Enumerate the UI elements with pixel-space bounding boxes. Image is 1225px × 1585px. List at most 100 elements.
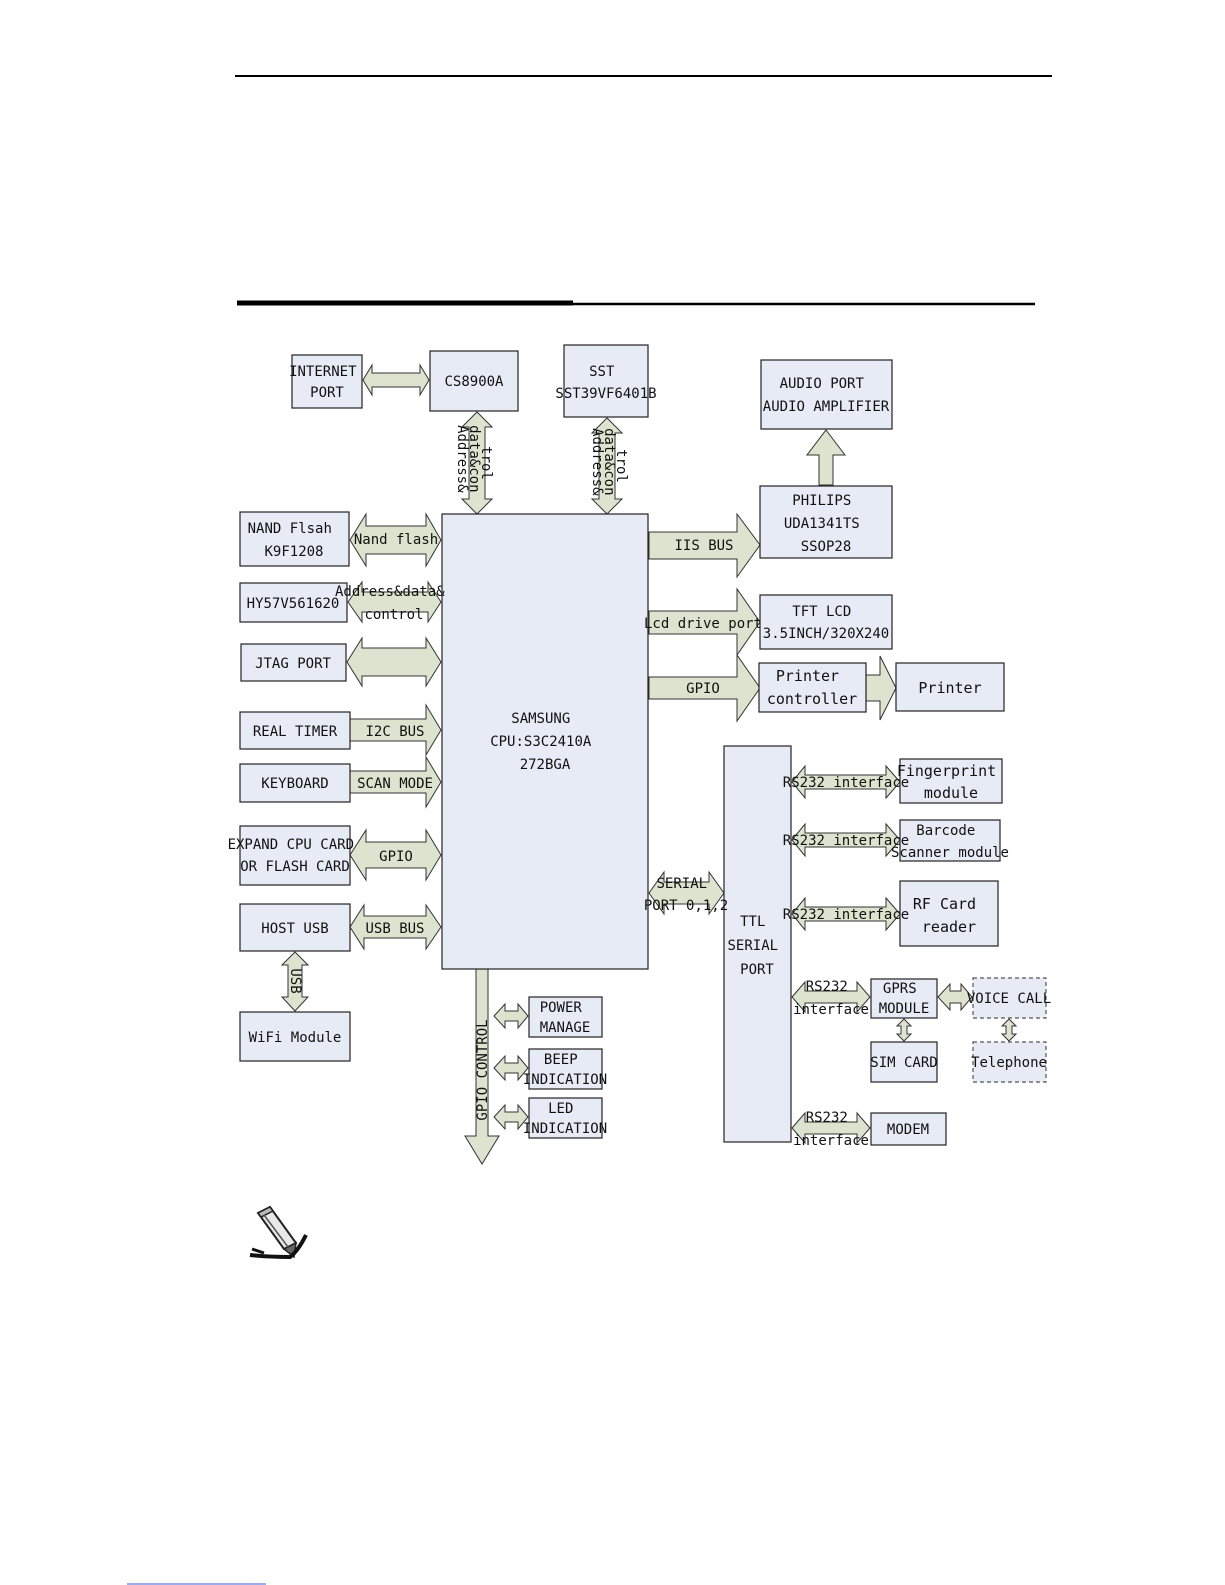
keyboard-box (239, 763, 351, 803)
expand-cpu-arrow (349, 828, 442, 882)
cs8900a-label: CS8900A (444, 374, 504, 390)
scan-mode-arrow (349, 755, 442, 809)
nand-cpu-arrow (349, 512, 442, 568)
gprs-label: GPRS MODULE (879, 981, 930, 1017)
sdram-bus-label: Address&data& control (335, 584, 453, 623)
iis-bus-label: IIS BUS (674, 538, 733, 554)
audio-up-arrow (805, 429, 847, 486)
sst-label: SST SST39VF6401B (555, 364, 656, 402)
gpio-printer-arrow (648, 653, 761, 723)
audio-port-label: AUDIO PORT AUDIO AMPLIFIER (763, 376, 890, 415)
usb-wifi-arrow (280, 951, 310, 1012)
printer-arrow (865, 655, 897, 721)
lcd-arrow (648, 587, 761, 657)
sdram-cpu-arrow (347, 580, 442, 624)
i2c-bus-label: I2C BUS (365, 724, 424, 740)
printer-controller-label: Printer controller (767, 667, 857, 708)
host-usb-label: HOST USB (261, 921, 328, 937)
telephone-box (972, 1041, 1047, 1083)
sst-box (563, 344, 649, 418)
iis-bus-arrow (648, 512, 761, 579)
keyboard-label: KEYBOARD (261, 776, 328, 792)
rs232-barcode-label: RS232 interface (783, 833, 909, 849)
voice-telephone-arrow (1000, 1018, 1018, 1042)
wifi-module-box (239, 1011, 351, 1062)
internet-port-box (291, 354, 363, 409)
rs232-gprs-arrow (791, 980, 871, 1014)
telephone-label: Telephone (971, 1055, 1047, 1071)
rs232-rf-label: RS232 interface (783, 907, 909, 923)
expand-cpu-label: EXPAND CPU CARD OR FLASH CARD (228, 837, 363, 875)
real-timer-label: REAL TIMER (253, 724, 338, 740)
gpio-expand-label: GPIO (379, 849, 413, 865)
usb-wifi-label: USB (287, 968, 303, 993)
ttl-serial-label: TTL SERIAL PORT (727, 914, 786, 978)
beep-arrow (493, 1054, 529, 1082)
jtag-port-box (240, 643, 347, 682)
gprs-sim-arrow (895, 1018, 913, 1042)
rs232-fingerprint-label: RS232 interface (783, 775, 909, 791)
voice-call-box (972, 977, 1047, 1019)
host-usb-box (239, 903, 351, 952)
modem-box (870, 1112, 947, 1146)
gpio-control-label: GPIO CONTROL (475, 1019, 491, 1120)
rf-card-box (899, 880, 999, 947)
printer-box (895, 662, 1005, 712)
gprs-voice-arrow (937, 982, 973, 1012)
gprs-box (870, 978, 938, 1019)
jtag-cpu-arrow (346, 636, 442, 688)
rs232-gprs-label: RS232 interface (793, 979, 869, 1018)
jtag-port-label: JTAG PORT (255, 656, 331, 672)
rs232-modem-label: RS232 interface (793, 1110, 869, 1149)
philips-box (759, 485, 893, 559)
fingerprint-label: Fingerprint module (897, 762, 1005, 802)
pencil-note-icon (249, 1205, 308, 1260)
gpio-printer-label: GPIO (686, 681, 720, 697)
i2c-arrow (349, 703, 442, 757)
internet-cs8900-arrow (362, 363, 430, 397)
scan-mode-label: SCAN MODE (357, 776, 433, 792)
rs232-modem-arrow (791, 1111, 871, 1145)
beep-indication-box (528, 1048, 603, 1090)
real-timer-box (239, 711, 351, 750)
voice-call-label: VOICE CALL (967, 991, 1051, 1007)
cpu-box (441, 513, 649, 970)
printer-controller-box (758, 662, 867, 713)
led-indication-box (528, 1097, 603, 1139)
audio-port-box (760, 359, 893, 430)
sim-card-box (870, 1041, 938, 1083)
fingerprint-box (899, 758, 1003, 804)
printer-label: Printer (918, 679, 981, 697)
nand-bus-label: Nand flash (354, 532, 438, 548)
beep-indication-label: BEEP INDICATION (523, 1052, 607, 1088)
expand-cpu-box (239, 825, 351, 886)
wifi-module-label: WiFi Module (249, 1030, 342, 1046)
cs8900-bus-label: Address& data&con trol (454, 425, 494, 501)
hy57v-label: HY57V561620 (247, 596, 340, 612)
sst-bus-label: Address& data&con trol (589, 428, 629, 504)
power-manage-label: POWER MANAGE (540, 1000, 591, 1036)
usb-bus-arrow (349, 903, 442, 951)
tft-lcd-box (759, 594, 893, 650)
lcd-bus-label: Lcd drive port (644, 616, 762, 632)
hy57v-box (239, 582, 348, 623)
led-arrow (493, 1103, 529, 1131)
rf-card-label: RF Card reader (913, 895, 985, 936)
nand-flash-box (239, 511, 350, 567)
power-arrow (493, 1002, 529, 1030)
barcode-box (899, 819, 1001, 862)
cs8900a-box (429, 350, 519, 412)
modem-label: MODEM (887, 1122, 929, 1138)
serial-port-label: SERIAL PORT 0,1,2 (644, 876, 728, 914)
sim-card-label: SIM CARD (870, 1055, 937, 1071)
internet-port-label: INTERNET PORT (289, 364, 365, 401)
gpio-control-arrow (464, 968, 500, 1165)
nand-flash-label: NAND Flsah K9F1208 (248, 521, 341, 560)
tft-lcd-label: TFT LCD 3.5INCH/320X240 (763, 604, 889, 642)
led-indication-label: LED INDICATION (523, 1101, 607, 1137)
power-manage-box (528, 996, 603, 1038)
usb-bus-label: USB BUS (365, 921, 424, 937)
barcode-label: Barcode Scanner module (891, 823, 1009, 861)
cpu-label: SAMSUNG CPU:S3C2410A 272BGA (490, 711, 600, 773)
